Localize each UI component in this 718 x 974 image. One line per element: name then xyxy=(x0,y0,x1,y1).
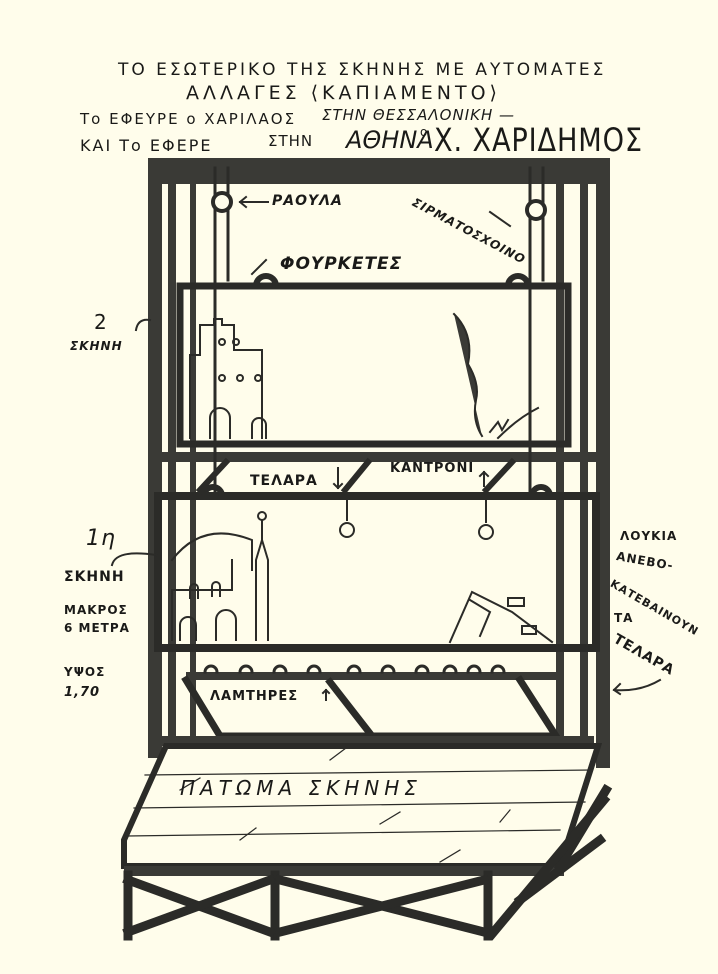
tree-scenery xyxy=(452,312,540,440)
side-note-1: ΛΟΥΚΙΑ xyxy=(620,529,678,543)
label-height: ΥΨΟΣ xyxy=(64,665,106,679)
label-length-value: 6 ΜΕΤΡΑ xyxy=(64,621,130,635)
label-pulley: ΡΑΟΥΛΑ xyxy=(272,193,343,209)
hook-right-icon xyxy=(504,273,532,290)
label-scene-1-number: 1η xyxy=(86,526,116,551)
annotation-arrows xyxy=(110,195,662,701)
mosque-scenery xyxy=(170,511,269,641)
pulley-left-icon xyxy=(211,191,233,213)
stage-floor xyxy=(121,743,603,869)
label-scene-1-word: ΣΚΗΝΗ xyxy=(64,569,125,585)
right-post-inner xyxy=(580,170,588,760)
title-line-3a: Το ΕΦΕΥΡΕ ο ΧΑΡΙΛΑΟΣ xyxy=(80,110,297,128)
title-line-2: ΑΛΛΑΓΕΣ ⟨ΚΑΠΙΑΜΕΝΤΟ⟩ xyxy=(186,82,501,104)
footlights xyxy=(203,664,506,674)
ruins-scenery xyxy=(448,590,554,644)
pulley-right-icon xyxy=(525,199,547,221)
lamp-rail xyxy=(186,672,560,680)
title-line-3b: ΣΤΗΝ ΘΕΣΣΑΛΟΝΙΚΗ — xyxy=(322,106,516,124)
middle-beam xyxy=(152,452,604,462)
hook-left-icon xyxy=(252,273,280,290)
label-scene-2-word: ΣΚΗΝΗ xyxy=(70,339,123,353)
title-line-4b: ΣΤΗΝ xyxy=(268,132,314,150)
top-beam xyxy=(148,158,608,184)
title-line-4d: ο xyxy=(420,125,429,139)
title-line-4e: Χ. ΧΑΡΙΔΗΜΟΣ xyxy=(434,121,643,159)
title-line-4c: ΑΘΗΝΑ xyxy=(346,126,434,154)
title-line-4a: ΚΑΙ Το ΕΦΕΡΕ xyxy=(80,136,213,155)
title-line-1: ΤΟ ΕΣΩΤΕΡΙΚΟ ΤΗΣ ΣΚΗΝΗΣ ΜΕ ΑΥΤΟΜΑΤΕΣ xyxy=(118,60,607,80)
label-lamps: ΛΑΜΤΗΡΕΣ xyxy=(210,689,299,704)
castle-scenery xyxy=(189,318,267,439)
label-scene-2-number: 2 xyxy=(94,310,108,334)
side-note-4: ΤΑ xyxy=(614,611,634,625)
label-hooks: ΦΟΥΡΚΕΤΕΣ xyxy=(280,254,403,274)
label-stage-floor: ΠΑΤΩΜΑ ΣΚΗΝΗΣ xyxy=(180,776,422,800)
floor-truss xyxy=(122,783,613,941)
hanging-bulbs xyxy=(339,499,494,540)
scene-1-frame xyxy=(154,492,600,652)
label-length: ΜΑΚΡΟΣ xyxy=(64,603,128,617)
scene-2-frame xyxy=(176,282,572,448)
label-height-value: 1,70 xyxy=(64,685,101,700)
label-batten: ΚΑΝΤΡΟΝΙ xyxy=(390,461,475,476)
right-post-outer xyxy=(596,158,610,768)
label-frames: ΤΕΛΑΡΑ xyxy=(250,473,318,489)
